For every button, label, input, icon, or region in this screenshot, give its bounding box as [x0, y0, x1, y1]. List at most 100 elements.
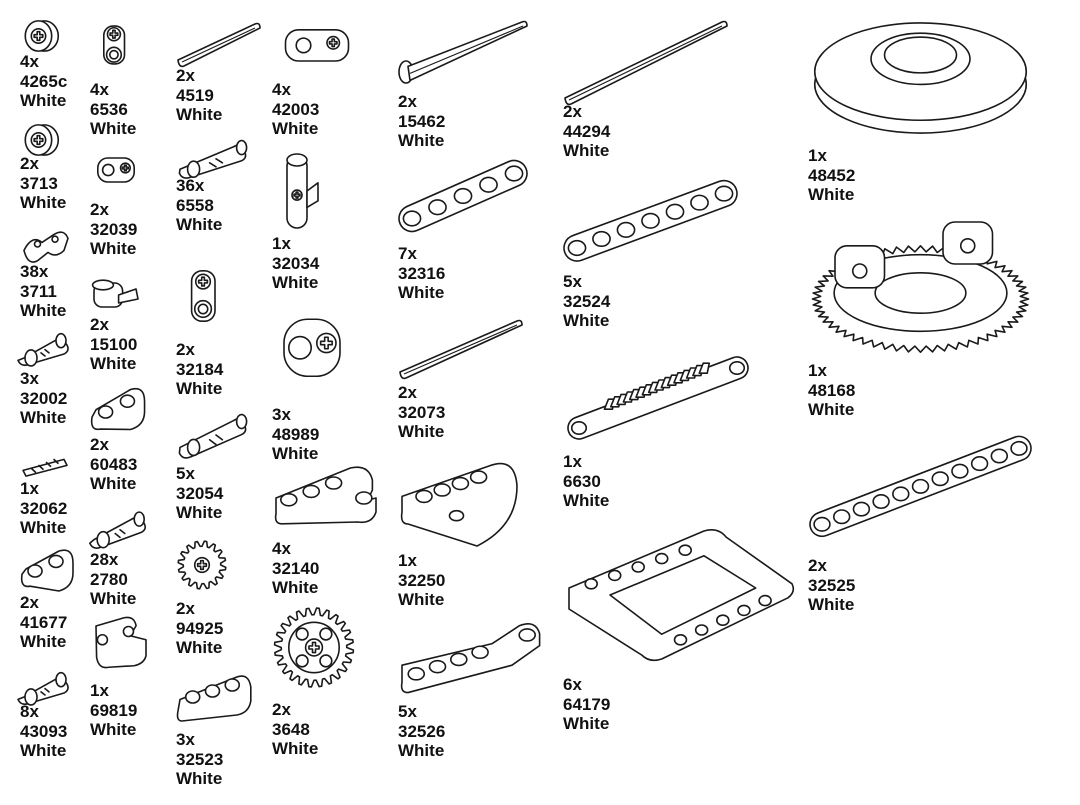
- gear-rack-icon: [563, 348, 753, 448]
- part-number: 32073: [398, 402, 446, 422]
- bush-icon: [20, 18, 64, 54]
- part-number: 32316: [398, 263, 446, 283]
- part-quantity: 8x: [20, 702, 39, 721]
- part-quantity: 4x: [90, 80, 109, 99]
- part-number: 32523: [176, 749, 224, 769]
- part-color: White: [563, 311, 610, 330]
- part-number: 48989: [272, 424, 320, 444]
- part-quantity: 2x: [20, 593, 39, 612]
- connector-icon: [90, 152, 142, 192]
- axle-icon: [398, 315, 523, 380]
- part-quantity: 2x: [398, 383, 417, 402]
- part-quantity: 2x: [176, 599, 195, 618]
- part-quantity: 2x: [90, 315, 109, 334]
- part-quantity: 4x: [20, 52, 39, 71]
- part-quantity: 2x: [20, 154, 39, 173]
- part-quantity: 36x: [176, 176, 205, 195]
- part-color: White: [20, 408, 67, 427]
- part-quantity: 4x: [272, 80, 291, 99]
- beam-icon: [398, 455, 528, 547]
- part-quantity: 1x: [272, 234, 291, 253]
- part-number: 32524: [563, 291, 611, 311]
- part-quantity: 3x: [272, 405, 291, 424]
- part-color: White: [563, 714, 610, 733]
- axle-icon: [176, 18, 261, 68]
- part-color: White: [398, 590, 445, 609]
- connector-icon: [90, 18, 136, 72]
- pin-icon: [176, 138, 256, 179]
- part-number: 32039: [90, 219, 138, 239]
- gear-icon: [808, 215, 1033, 355]
- beam-icon: [808, 430, 1033, 545]
- pin-icon: [17, 671, 70, 706]
- part-color: White: [20, 193, 67, 212]
- part-color: White: [20, 91, 67, 110]
- part-color: White: [176, 503, 223, 522]
- axle-icon: [398, 16, 528, 86]
- part-number: 6558: [176, 195, 214, 215]
- part-quantity: 1x: [563, 452, 582, 471]
- part-number: 32034: [272, 253, 320, 273]
- part-number: 94925: [176, 618, 224, 638]
- gear-icon: [272, 600, 356, 695]
- part-color: White: [272, 444, 319, 463]
- part-quantity: 4x: [272, 539, 291, 558]
- part-quantity: 7x: [398, 244, 417, 263]
- part-number: 32525: [808, 575, 856, 595]
- part-color: White: [176, 215, 223, 234]
- part-number: 4265c: [20, 71, 68, 91]
- part-quantity: 2x: [176, 340, 195, 359]
- part-color: White: [398, 131, 445, 150]
- part-quantity: 3x: [20, 369, 39, 388]
- axle-icon: [563, 16, 728, 106]
- part-color: White: [90, 474, 137, 493]
- part-color: White: [20, 301, 67, 320]
- part-number: 32184: [176, 359, 224, 379]
- axle-icon: [20, 455, 70, 477]
- part-number: 69819: [90, 700, 138, 720]
- part-number: 32002: [20, 388, 68, 408]
- gear-icon: [176, 535, 228, 595]
- part-quantity: 2x: [90, 200, 109, 219]
- part-quantity: 2x: [563, 102, 582, 121]
- part-quantity: 2x: [176, 66, 195, 85]
